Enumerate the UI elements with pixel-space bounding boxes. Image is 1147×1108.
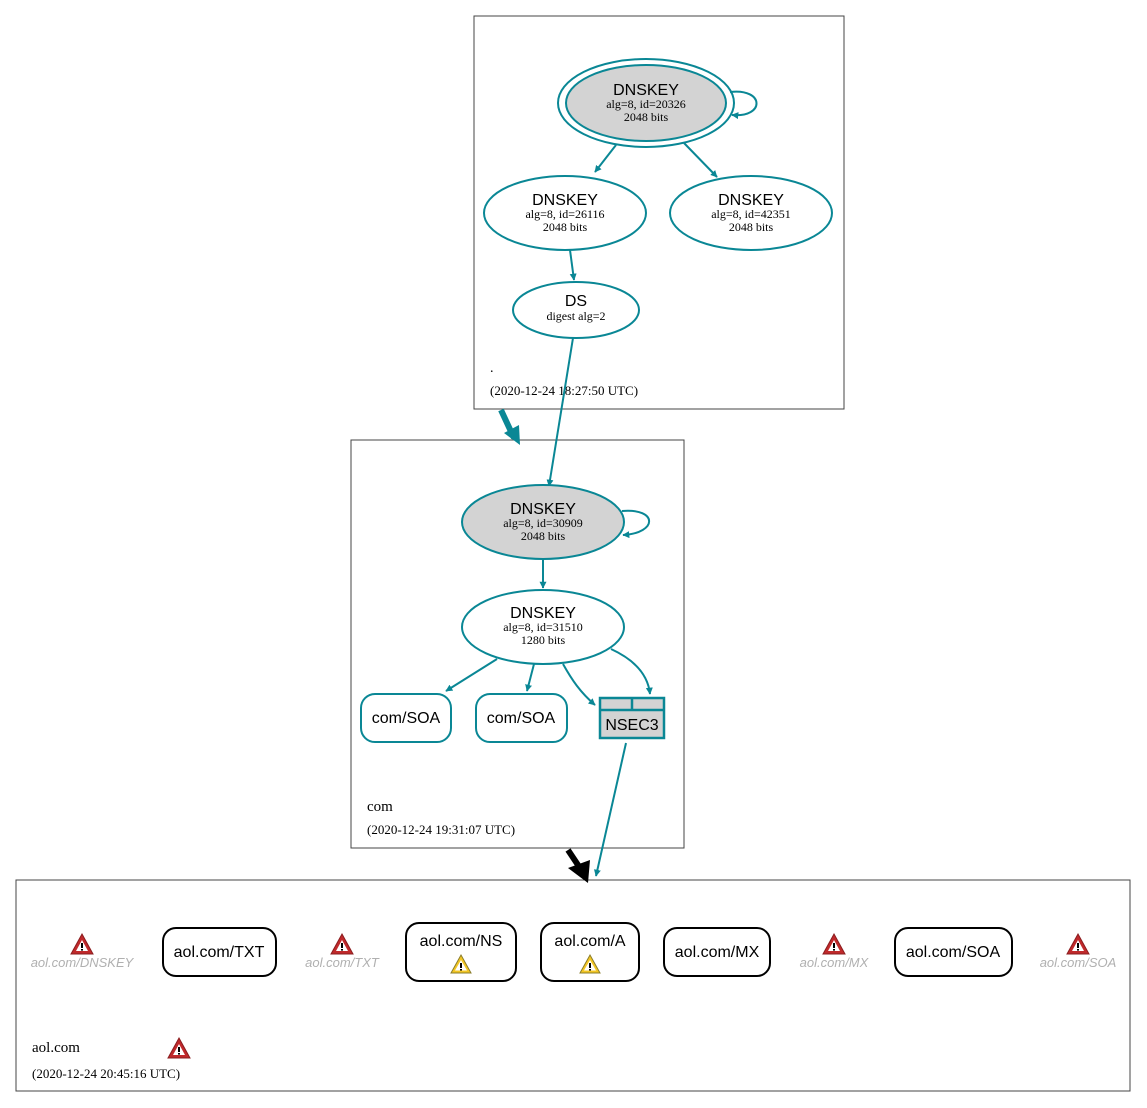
aol-soa-error-label: aol.com/SOA [1040, 955, 1117, 970]
edge-com-zsk-nsec3-a [562, 663, 596, 706]
nsec3-node[interactable]: NSEC3 [598, 696, 666, 740]
nsec3-label: NSEC3 [605, 717, 658, 734]
com-ksk-node[interactable]: DNSKEY alg=8, id=30909 2048 bits [461, 484, 625, 560]
root-ksk-alg: alg=8, id=20326 [606, 97, 686, 111]
edge-root-zsk1-ds [569, 249, 577, 281]
aol-ns-node[interactable]: aol.com/NS [405, 922, 517, 982]
root-zsk1-type: DNSKEY [532, 192, 598, 209]
com-soa2-node[interactable]: com/SOA [475, 693, 568, 743]
com-ksk-self-edge [621, 509, 651, 539]
root-zsk2-node[interactable]: DNSKEY alg=8, id=42351 2048 bits [669, 175, 833, 251]
com-soa1-node[interactable]: com/SOA [360, 693, 452, 743]
root-zsk2-bits: 2048 bits [729, 220, 774, 234]
edge-root-ksk-zsk2 [683, 142, 718, 178]
com-zsk-node[interactable]: DNSKEY alg=8, id=31510 1280 bits [461, 589, 625, 665]
edge-nsec3-aol [593, 742, 627, 877]
aol-mx-error-label: aol.com/MX [800, 955, 870, 970]
com-zsk-alg: alg=8, id=31510 [503, 620, 583, 634]
edge-com-zsk-soa2 [525, 663, 535, 692]
zone-aol-timestamp: (2020-12-24 20:45:16 UTC) [32, 1066, 180, 1081]
root-ksk-type: DNSKEY [613, 82, 679, 99]
aol-txt-error-label: aol.com/TXT [305, 955, 380, 970]
delegation-com-aol-arrowhead [568, 860, 590, 883]
aol-soa-error[interactable]: aol.com/SOA [1040, 933, 1117, 970]
zone-aol-name: aol.com [32, 1040, 80, 1056]
aol-ns-label: aol.com/NS [420, 933, 503, 950]
com-ds-type: DS [565, 293, 587, 310]
aol-mx-error[interactable]: aol.com/MX [800, 933, 870, 970]
com-soa2-label: com/SOA [487, 710, 556, 727]
aol-a-label: aol.com/A [554, 933, 625, 950]
aol-dnskey-error[interactable]: aol.com/DNSKEY [31, 933, 135, 970]
root-ksk-node[interactable]: DNSKEY alg=8, id=20326 2048 bits [557, 58, 735, 148]
aol-soa-node[interactable]: aol.com/SOA [894, 927, 1013, 977]
aol-txt-error[interactable]: aol.com/TXT [305, 933, 380, 970]
root-zsk2-type: DNSKEY [718, 192, 784, 209]
edge-com-zsk-nsec3-b [610, 648, 653, 695]
edge-root-ksk-zsk1 [594, 144, 617, 173]
com-zsk-type: DNSKEY [510, 605, 576, 622]
edge-ds-com-ksk [546, 337, 574, 487]
root-ksk-self-edge [729, 90, 758, 120]
root-zsk1-bits: 2048 bits [543, 220, 588, 234]
com-zsk-bits: 1280 bits [521, 633, 566, 647]
root-ksk-bits: 2048 bits [624, 110, 669, 124]
zone-com-name: com [367, 799, 393, 815]
root-zsk1-alg: alg=8, id=26116 [525, 207, 604, 221]
com-ksk-alg: alg=8, id=30909 [503, 516, 583, 530]
aol-dnskey-error-label: aol.com/DNSKEY [31, 955, 135, 970]
root-zsk1-node[interactable]: DNSKEY alg=8, id=26116 2048 bits [483, 175, 647, 251]
aol-mx-node[interactable]: aol.com/MX [663, 927, 771, 977]
zone-root-name: . [490, 361, 494, 376]
aol-txt-label: aol.com/TXT [174, 944, 265, 961]
com-ds-node[interactable]: DS digest alg=2 [512, 281, 640, 339]
com-ds-digest: digest alg=2 [546, 309, 605, 323]
aol-txt-node[interactable]: aol.com/TXT [162, 927, 277, 977]
edge-com-zsk-soa1 [445, 658, 498, 692]
aol-a-node[interactable]: aol.com/A [540, 922, 640, 982]
aol-soa-label: aol.com/SOA [906, 944, 1001, 961]
aol-mx-label: aol.com/MX [675, 944, 760, 961]
zone-aol-box [15, 879, 1131, 1092]
delegation-root-com-arrowhead [504, 425, 520, 445]
root-zsk2-alg: alg=8, id=42351 [711, 207, 791, 221]
com-ksk-type: DNSKEY [510, 501, 576, 518]
zone-com-timestamp: (2020-12-24 19:31:07 UTC) [367, 822, 515, 837]
com-soa1-label: com/SOA [372, 710, 441, 727]
com-ksk-bits: 2048 bits [521, 529, 566, 543]
